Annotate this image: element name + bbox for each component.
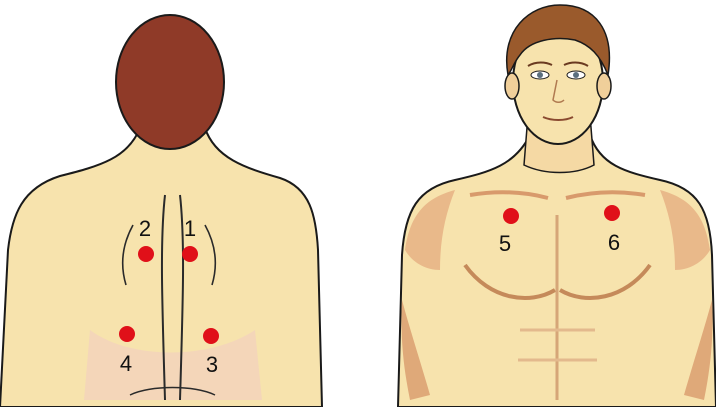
marker-dot-4 [119, 326, 135, 342]
front-figure: 5 6 [398, 5, 716, 407]
marker-dot-2 [138, 246, 154, 262]
marker-label-1: 1 [184, 216, 196, 241]
marker-label-4: 4 [120, 351, 132, 376]
back-head-hair [116, 15, 224, 149]
marker-label-3: 3 [206, 352, 218, 377]
marker-dot-6 [604, 205, 620, 221]
marker-label-5: 5 [499, 231, 511, 256]
marker-dot-1 [182, 246, 198, 262]
marker-dot-3 [203, 328, 219, 344]
marker-label-2: 2 [139, 216, 151, 241]
ear-right [597, 73, 611, 99]
pupil-right [573, 72, 579, 78]
marker-dot-5 [503, 208, 519, 224]
ear-left [505, 73, 519, 99]
back-figure: 1 2 3 4 [0, 15, 322, 407]
marker-label-6: 6 [608, 230, 620, 255]
pupil-left [537, 72, 543, 78]
